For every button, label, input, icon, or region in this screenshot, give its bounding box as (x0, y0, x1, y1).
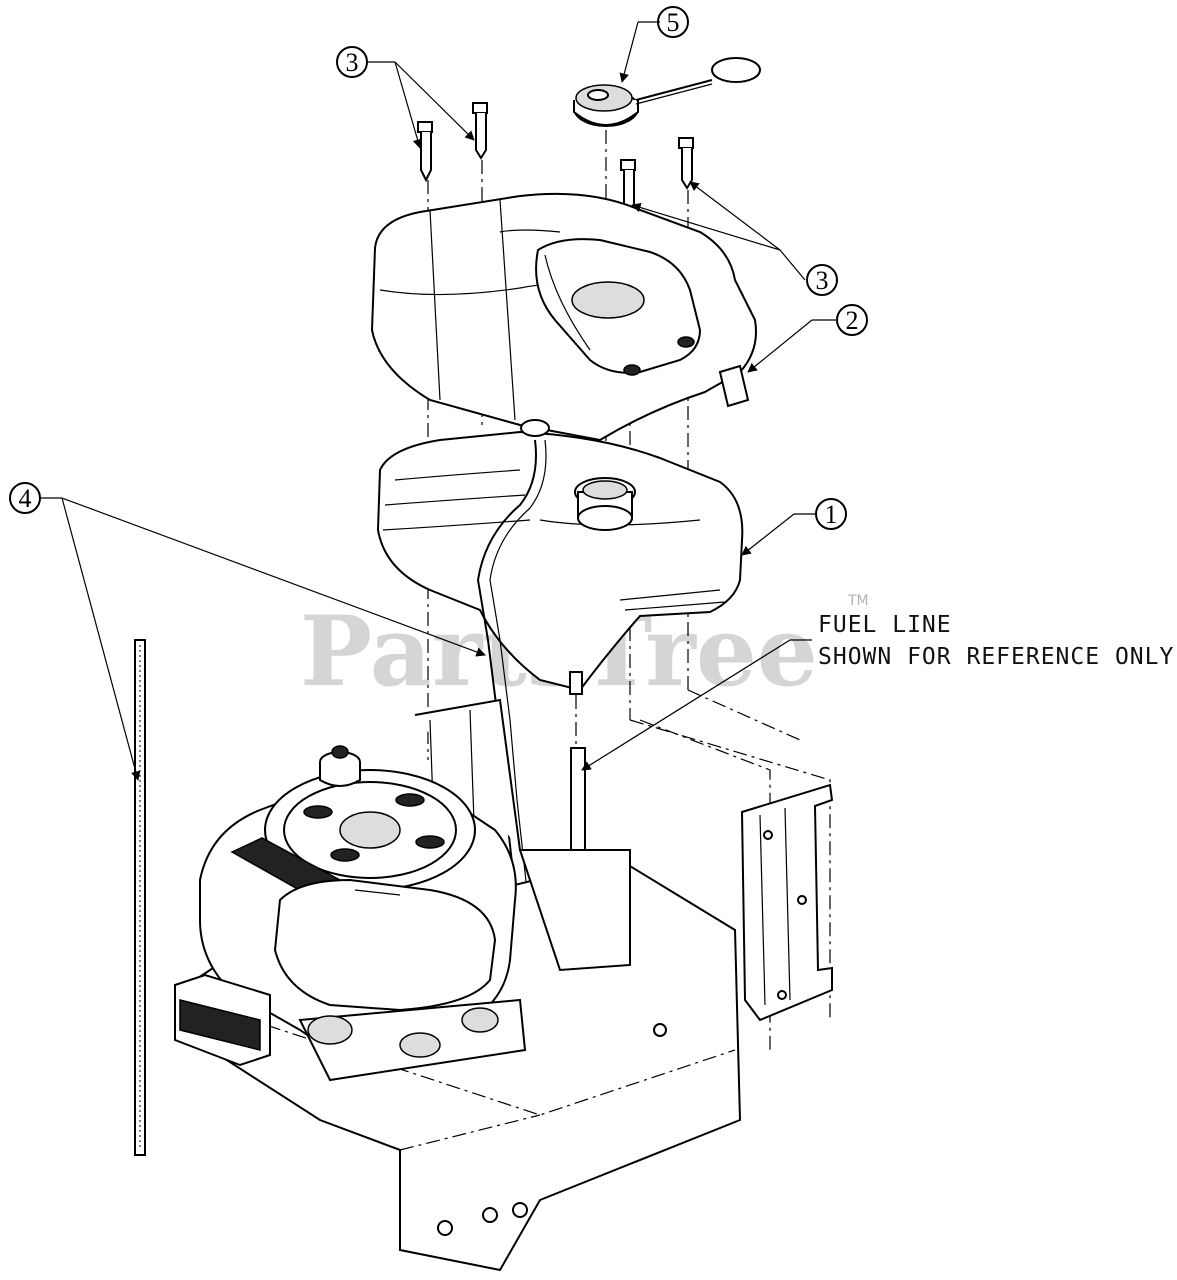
callout-2: 2 (836, 304, 868, 336)
callout-3-right: 3 (806, 264, 838, 296)
callout-3-top-label: 3 (346, 48, 359, 77)
fuel-line-note-line1: FUEL LINE (818, 612, 952, 638)
callout-1-label: 1 (825, 500, 838, 529)
callout-2-label: 2 (846, 306, 859, 335)
screw-2 (472, 102, 488, 160)
callout-3-top: 3 (336, 46, 368, 78)
watermark-tm: TM (847, 593, 869, 609)
screw-4 (678, 137, 694, 190)
leader-lines (40, 21, 836, 781)
callout-5-label: 5 (667, 8, 680, 37)
callout-4-label: 4 (19, 484, 32, 513)
side-bracket (740, 783, 834, 1022)
callout-5: 5 (657, 6, 689, 38)
callout-1: 1 (815, 498, 847, 530)
callout-3-right-label: 3 (816, 266, 829, 295)
engine-assembly (174, 698, 742, 1272)
screws-part-3 (417, 102, 694, 215)
rod-part-4 (134, 639, 146, 1156)
screw-1 (417, 121, 433, 183)
fuel-line-note: FUEL LINE SHOWN FOR REFERENCE ONLY (818, 612, 1174, 670)
fuel-tank-part-1 (376, 419, 744, 695)
tank-shroud-part-2 (370, 192, 757, 442)
fuel-cap-part-5 (573, 57, 761, 127)
fuel-line-note-line2: SHOWN FOR REFERENCE ONLY (818, 644, 1174, 670)
callout-4: 4 (9, 482, 41, 514)
